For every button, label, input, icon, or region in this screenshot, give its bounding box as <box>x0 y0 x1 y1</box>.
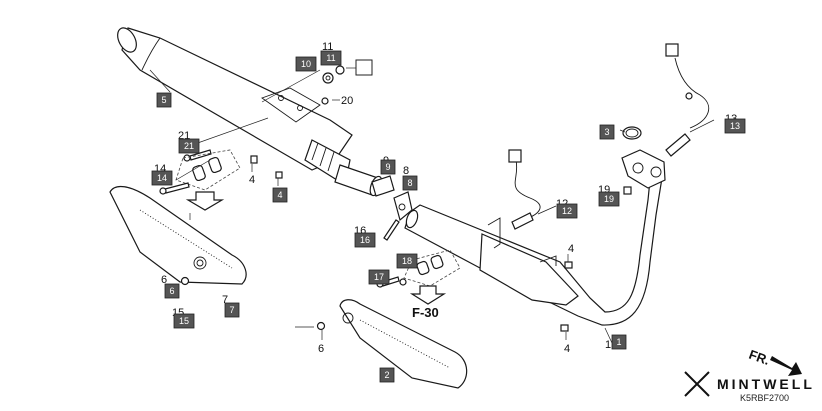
callout-tag-number: 8 <box>407 178 412 188</box>
callout-number: 11 <box>322 41 333 53</box>
front-direction-indicator: FR. <box>747 347 802 376</box>
callout-tag-number: 6 <box>169 286 174 296</box>
callout-tag-number: 13 <box>730 121 740 131</box>
callout-c12: 1212 <box>556 198 578 219</box>
callout-tag-number: 15 <box>179 316 189 326</box>
callout-number: 4 <box>568 243 574 255</box>
callout-number: 6 <box>161 274 167 286</box>
callout-tag-box <box>178 138 200 154</box>
front-direction-label: FR. <box>747 347 772 368</box>
callout-tag-number: 11 <box>326 53 335 63</box>
callout-number: 20 <box>341 95 353 107</box>
callout-tag-box <box>396 253 418 269</box>
callout-tag-box <box>380 159 396 175</box>
callout-tag-number: 7 <box>229 305 234 315</box>
callout-tag-number: 10 <box>301 59 311 69</box>
callout-c9: 99 <box>380 155 396 175</box>
callout-tag-number: 3 <box>604 127 609 137</box>
callout-number: 7 <box>222 294 228 306</box>
callout-number: 1 <box>605 339 611 351</box>
callout-tag-number: 2 <box>384 370 389 380</box>
callout-tag-box <box>320 50 342 66</box>
exhaust-pipe-part <box>404 149 666 326</box>
callout-c4c: 4 <box>568 243 574 255</box>
callout-c6a: 66 <box>161 274 180 299</box>
callout-tag-number: 12 <box>562 206 572 216</box>
callout-c17: 17 <box>368 269 390 285</box>
blank-callout-box <box>355 59 373 76</box>
callout-tag-number: 19 <box>604 194 614 204</box>
heat-shield-upper-part <box>109 185 247 285</box>
callout-tag-number: 5 <box>161 95 166 105</box>
brand-mark-icon <box>684 371 710 397</box>
callout-tag-box <box>173 313 195 329</box>
callout-tag-box <box>379 367 395 383</box>
heat-shield-lower-part <box>339 299 468 389</box>
callout-c4a: 4 <box>249 174 255 186</box>
callout-c10: 10 <box>295 56 317 72</box>
reference-arrows <box>185 191 447 305</box>
callout-tag-box <box>556 203 578 219</box>
callout-c20: 20 <box>341 95 353 107</box>
callout-tag-box <box>611 334 627 350</box>
callout-tag-number: 21 <box>184 141 194 151</box>
callout-c8: 88 <box>402 165 418 191</box>
callout-tag-box <box>164 283 180 299</box>
callout-number: 4 <box>564 343 570 355</box>
callout-tag-box <box>156 92 172 108</box>
callout-tag-box <box>354 232 376 248</box>
callout-tag-box <box>151 170 173 186</box>
callout-c18: 18 <box>396 253 418 269</box>
hardware-group <box>159 43 710 332</box>
callout-c7: 77 <box>222 294 240 318</box>
callout-number: 6 <box>318 343 324 355</box>
callout-tag-number: 16 <box>360 235 370 245</box>
callout-tag-number: 17 <box>374 272 384 282</box>
callout-c3: 3 <box>599 124 615 140</box>
callout-tag-box <box>272 187 288 203</box>
callout-c4b: 4 <box>272 187 288 203</box>
callout-number: 4 <box>249 174 255 186</box>
leader-lines <box>149 67 715 344</box>
callout-tag-number: 18 <box>402 256 412 266</box>
callout-c4d: 4 <box>564 343 570 355</box>
drawing-code: K5RBF2700 <box>740 393 789 403</box>
callout-tag-box <box>368 269 390 285</box>
callout-tag-number: 14 <box>157 173 167 183</box>
callout-tag-box <box>598 191 620 207</box>
callout-tag-box <box>402 175 418 191</box>
callout-c5: 5 <box>156 92 172 108</box>
brand-name: MINTWELL <box>717 376 815 392</box>
callout-c13: 1313 <box>724 113 746 134</box>
callout-tag-box <box>724 118 746 134</box>
callout-c6b: 6 <box>318 343 324 355</box>
callout-layer: 1111105202121141444998813133191912121616… <box>151 41 746 383</box>
callout-tag-box <box>599 124 615 140</box>
callout-tag-box <box>295 56 317 72</box>
brand-logo: MINTWELL <box>684 371 815 397</box>
callout-number: 8 <box>403 165 409 177</box>
callout-tag-number: 4 <box>277 190 282 200</box>
callout-c2: 2 <box>379 367 395 383</box>
callout-tag-number: 1 <box>616 337 621 347</box>
callout-tag-number: 9 <box>385 162 390 172</box>
front-arrow-icon <box>770 356 802 376</box>
callout-tag-box <box>224 302 240 318</box>
reference-label: F-30 <box>412 305 439 320</box>
